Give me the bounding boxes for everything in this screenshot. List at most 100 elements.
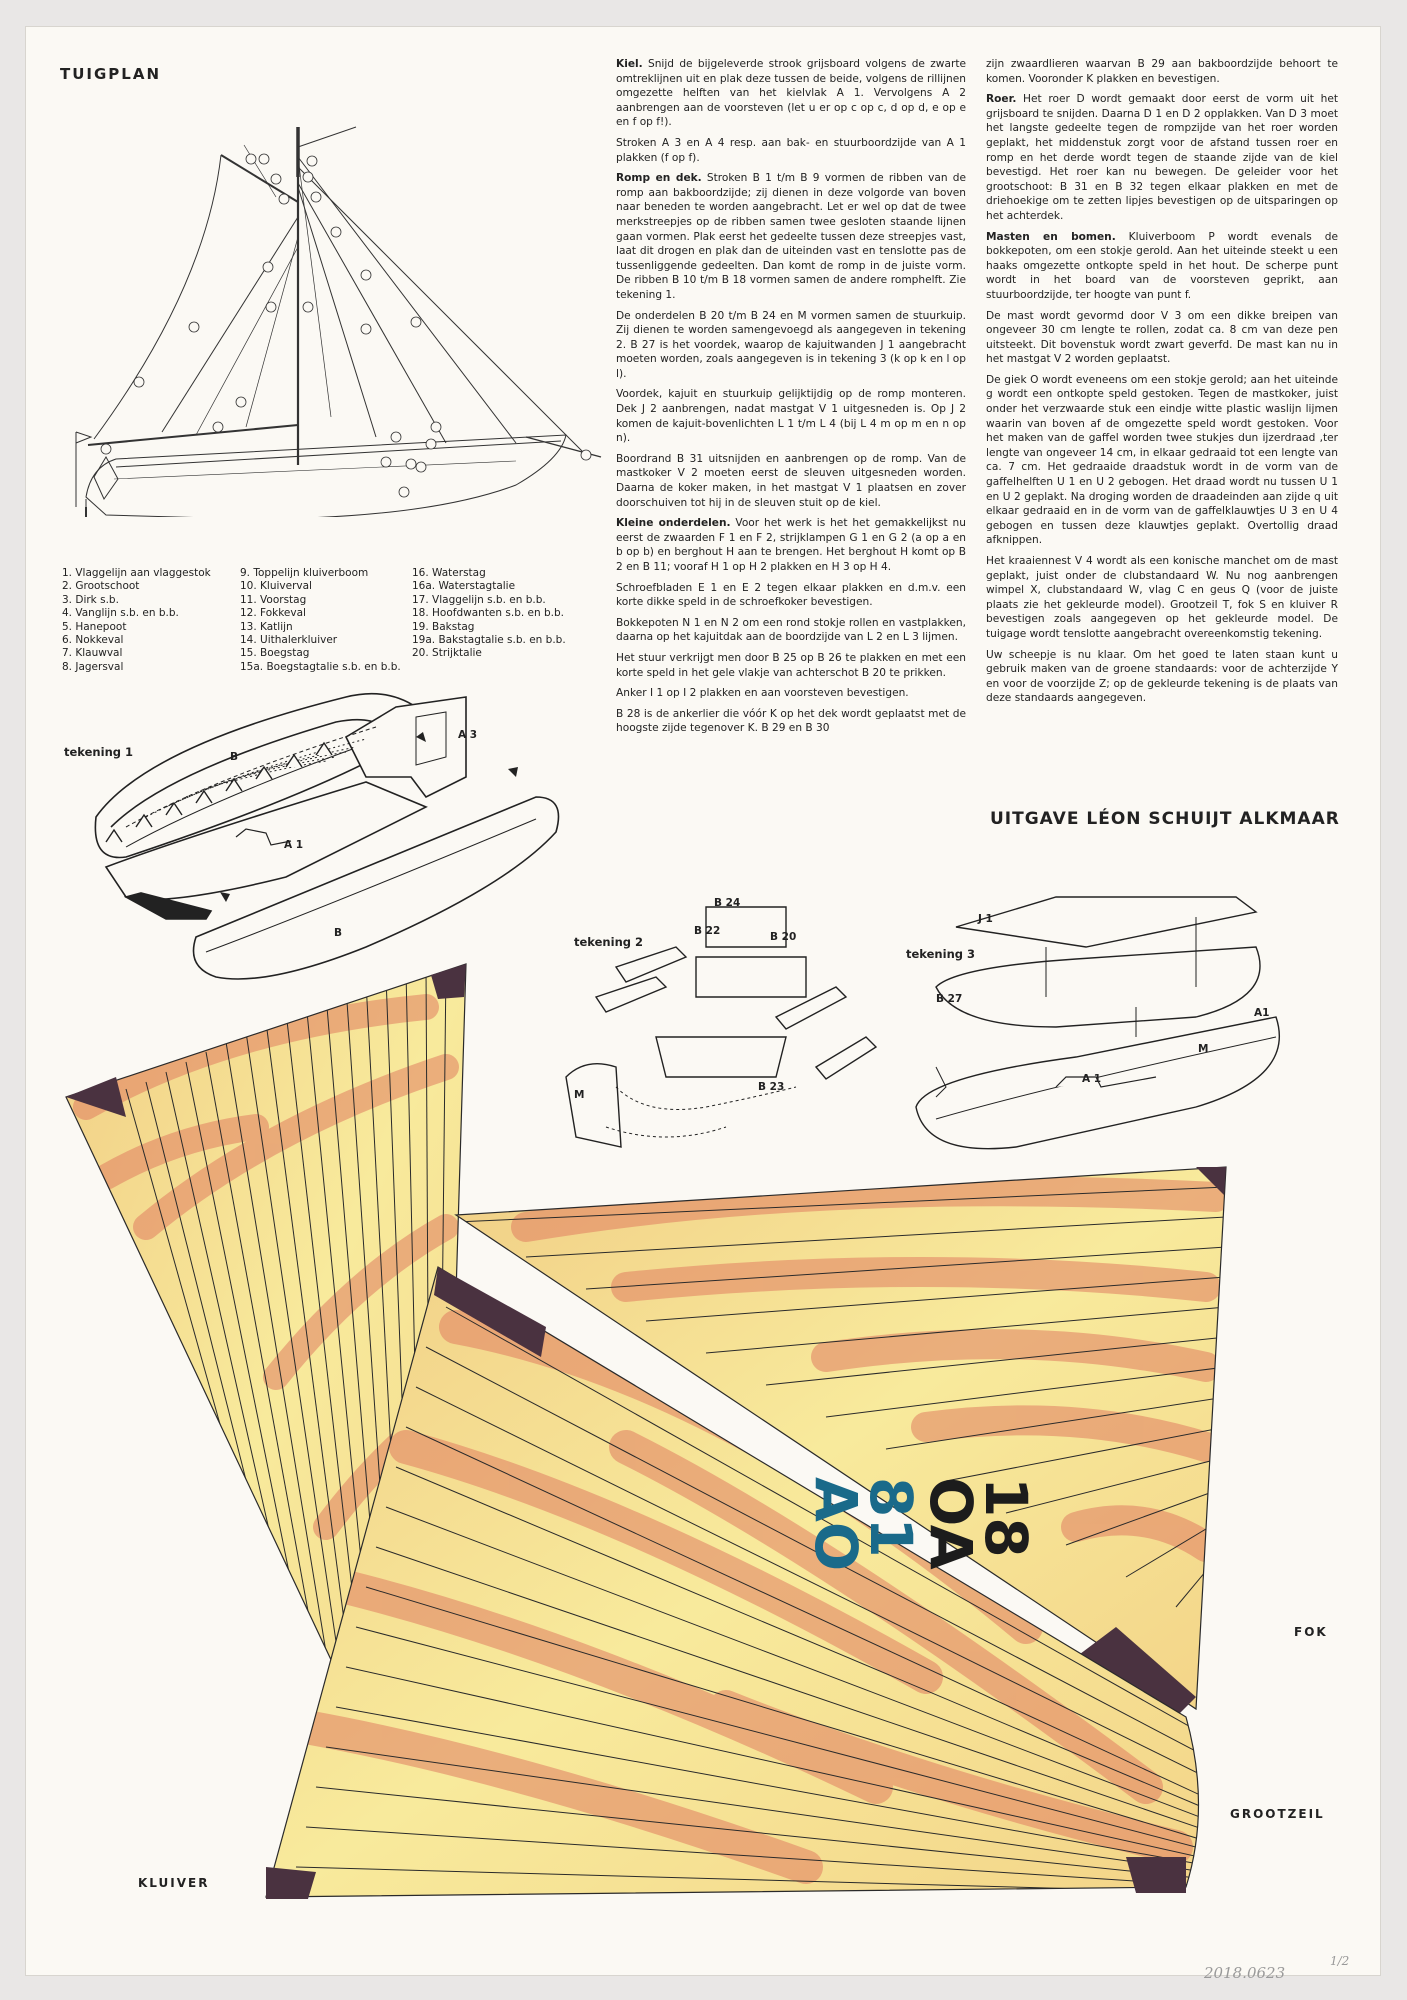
legend-item: 16. Waterstag xyxy=(412,567,486,579)
part-label: A 1 xyxy=(1082,1073,1102,1085)
paragraph: De onderdelen B 20 t/m B 24 en M vormen … xyxy=(616,309,966,382)
legend-item: 3. Dirk s.b. xyxy=(62,593,119,606)
legend-column-2: 9. Toppelijn kluiverboom 10. Kluiverval … xyxy=(240,567,401,674)
paragraph: Bokkepoten N 1 en N 2 om een rond stokje… xyxy=(616,616,966,645)
legend-item: 9. Toppelijn kluiverboom xyxy=(240,567,369,579)
sail-number-black: OA xyxy=(917,1477,985,1570)
part-label: A 3 xyxy=(458,729,478,741)
tuigplan-title: TUIGPLAN xyxy=(60,65,162,83)
inventory-number: 2018.0623 xyxy=(1204,1964,1286,1982)
legend-column-3: 16. Waterstag 16a. Waterstagtalie 17. Vl… xyxy=(412,567,566,661)
drawing-2-label: tekening 2 xyxy=(574,935,643,949)
paragraph: Het kraaiennest V 4 wordt als een konisc… xyxy=(986,554,1338,642)
paragraph: B 28 is de ankerlier die vóór K op het d… xyxy=(616,707,966,736)
paragraph: Het stuur verkrijgt men door B 25 op B 2… xyxy=(616,651,966,680)
fok-label: FOK xyxy=(1294,1625,1328,1639)
part-label: M xyxy=(1198,1043,1209,1055)
part-label: M xyxy=(574,1089,585,1101)
legend-column-1: 1. Vlaggelijn aan vlaggestok 2. Grootsch… xyxy=(62,567,211,674)
paragraph-text: Het kraaiennest V 4 wordt als een konisc… xyxy=(986,555,1338,640)
legend-item: 7. Klauwval xyxy=(62,647,123,660)
legend-item: 19a. Bakstagtalie s.b. en b.b. xyxy=(412,634,566,647)
paragraph-text: Het roer D wordt gemaakt door eerst de v… xyxy=(986,93,1338,222)
paragraph: Roer. Het roer D wordt gemaakt door eers… xyxy=(986,92,1338,223)
paragraph-text: Schroefbladen E 1 en E 2 tegen elkaar pl… xyxy=(616,581,966,609)
legend-item: 12. Fokkeval xyxy=(240,607,306,620)
paragraph-text: Bokkepoten N 1 en N 2 om een rond stokje… xyxy=(616,616,966,644)
paragraph: Anker I 1 op I 2 plakken en aan voorstev… xyxy=(616,686,966,701)
legend-item: 19. Bakstag xyxy=(412,620,475,633)
legend-item: 15a. Boegstagtalie s.b. en b.b. xyxy=(240,660,401,673)
sail-number-blue: AO xyxy=(802,1477,870,1571)
paragraph-heading: Roer. xyxy=(986,93,1017,106)
paragraph: Kleine onderdelen. Voor het werk is het … xyxy=(616,516,966,574)
instructions-column-2: zijn zwaardlieren waarvan B 29 aan bakbo… xyxy=(986,57,1338,712)
legend-item: 8. Jagersval xyxy=(62,660,124,673)
part-label: B xyxy=(230,751,239,763)
part-label: B 22 xyxy=(694,925,721,937)
legend-item: 14. Uithalerkluiver xyxy=(240,634,338,647)
paragraph: Schroefbladen E 1 en E 2 tegen elkaar pl… xyxy=(616,581,966,610)
sail-fok xyxy=(454,1166,1227,1717)
legend-item: 10. Kluiverval xyxy=(240,580,312,593)
sail-number-blue: 81 xyxy=(857,1477,925,1558)
paragraph: Masten en bomen. Kluiverboom P wordt eve… xyxy=(986,230,1338,303)
part-label: B 20 xyxy=(770,931,797,943)
legend-item: 1. Vlaggelijn aan vlaggestok xyxy=(62,567,211,579)
part-label: A 1 xyxy=(284,839,304,851)
legend-item: 15. Boegstag xyxy=(240,647,310,660)
paragraph: Romp en dek. Stroken B 1 t/m B 9 vormen … xyxy=(616,171,966,302)
drawing-2 xyxy=(565,906,878,1148)
paragraph-text: De giek O wordt eveneens om een stokje g… xyxy=(986,373,1338,547)
paragraph: zijn zwaardlieren waarvan B 29 aan bakbo… xyxy=(986,57,1338,86)
part-label: B 27 xyxy=(936,993,963,1005)
paragraph: De mast wordt gevormd door V 3 om een di… xyxy=(986,309,1338,367)
paragraph-text: Voordek, kajuit en stuurkuip gelijktijdi… xyxy=(616,388,966,445)
legend-item: 18. Hoofdwanten s.b. en b.b. xyxy=(412,607,564,620)
paragraph: Kiel. Snijd de bijgeleverde strook grijs… xyxy=(616,57,966,130)
drawing-3 xyxy=(915,896,1281,1150)
model-sheet: TUIGPLAN xyxy=(26,27,1380,1975)
part-label: J 1 xyxy=(978,913,993,925)
paragraph: Stroken A 3 en A 4 resp. aan bak- en stu… xyxy=(616,136,966,165)
paragraph-text: Het stuur verkrijgt men door B 25 op B 2… xyxy=(616,651,966,679)
paragraph-text: Anker I 1 op I 2 plakken en aan voorstev… xyxy=(616,687,909,700)
drawing-3-label: tekening 3 xyxy=(906,947,975,961)
paragraph-heading: Romp en dek. xyxy=(616,172,702,185)
paragraph: Uw scheepje is nu klaar. Om het goed te … xyxy=(986,648,1338,706)
legend-item: 2. Grootschoot xyxy=(62,580,140,593)
sail-grootzeil xyxy=(265,1266,1200,1899)
legend-item: 17. Vlaggelijn s.b. en b.b. xyxy=(412,593,546,606)
legend-item: 16a. Waterstagtalie xyxy=(412,580,516,593)
sail-number-black: 18 xyxy=(972,1477,1040,1558)
instructions-column-1: Kiel. Snijd de bijgeleverde strook grijs… xyxy=(616,57,966,742)
paragraph-text: De mast wordt gevormd door V 3 om een di… xyxy=(986,309,1338,366)
legend-item: 5. Hanepoot xyxy=(62,620,127,633)
legend-item: 4. Vanglijn s.b. en b.b. xyxy=(62,607,179,620)
drawing-1 xyxy=(94,692,560,980)
sails-artwork: 18 OA 81 AO xyxy=(65,963,1227,1899)
grootzeil-label: GROOTZEIL xyxy=(1230,1807,1325,1821)
paragraph-text: Kluiverboom P wordt evenals de bokkepote… xyxy=(986,230,1338,301)
paragraph: Boordrand B 31 uitsnijden en aanbrengen … xyxy=(616,452,966,510)
legend-item: 11. Voorstag xyxy=(240,593,307,606)
paragraph-text: Stroken B 1 t/m B 9 vormen de ribben van… xyxy=(616,172,967,301)
legend-item: 13. Katlijn xyxy=(240,620,293,633)
paragraph-text: Voor het werk is het het gemakkelijkst n… xyxy=(616,517,966,573)
legend-item: 20. Strijktalie xyxy=(412,647,482,660)
part-label: A1 xyxy=(1254,1007,1270,1019)
rigging-plan-drawing xyxy=(75,126,602,517)
paragraph: Voordek, kajuit en stuurkuip gelijktijdi… xyxy=(616,387,966,445)
paragraph: De giek O wordt eveneens om een stokje g… xyxy=(986,373,1338,548)
paragraph-text: Boordrand B 31 uitsnijden en aanbrengen … xyxy=(616,452,966,509)
part-label: B 23 xyxy=(758,1081,785,1093)
paragraph-text: zijn zwaardlieren waarvan B 29 aan bakbo… xyxy=(986,58,1338,85)
drawing-1-label: tekening 1 xyxy=(64,745,133,759)
legend-item: 6. Nokkeval xyxy=(62,634,124,647)
paragraph-text: B 28 is de ankerlier die vóór K op het d… xyxy=(616,707,966,735)
paragraph-heading: Masten en bomen. xyxy=(986,230,1116,243)
part-label: B xyxy=(334,927,343,939)
paragraph-text: Stroken A 3 en A 4 resp. aan bak- en stu… xyxy=(616,136,966,164)
paragraph-text: Snijd de bijgeleverde strook grijsboard … xyxy=(616,58,966,129)
paragraph-heading: Kiel. xyxy=(616,58,643,70)
